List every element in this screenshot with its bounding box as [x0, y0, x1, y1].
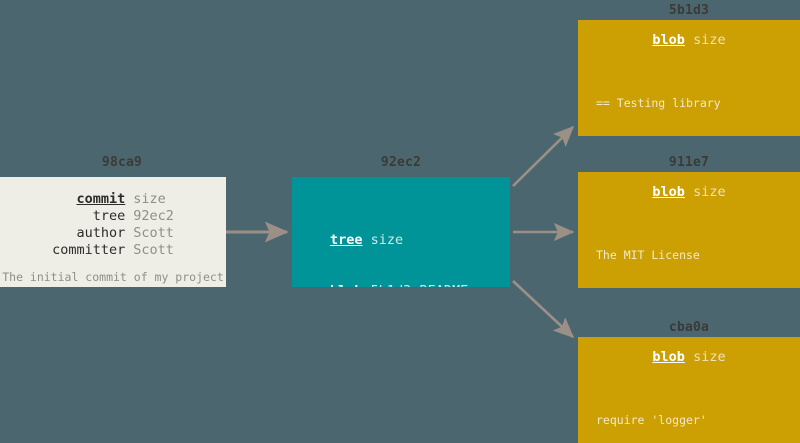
edge-tree-to-blob-readme [512, 125, 575, 187]
node-tree-92ec2[interactable]: tree size blob 5b1d3 README blob 911e7 L… [292, 177, 510, 287]
commit-field-key-author: author [76, 225, 126, 241]
edge-tree-to-blob-test [512, 280, 575, 339]
node-label-blob-readme: 5b1d3 [668, 3, 710, 18]
blob-header: blob size [578, 184, 800, 201]
blob-type-label: blob [652, 349, 685, 365]
commit-field-value-size: size [133, 191, 166, 207]
tree-entries: tree size blob 5b1d3 README blob 911e7 L… [292, 198, 510, 287]
tree-type-label: tree [330, 232, 363, 248]
blob-size-label: size [693, 349, 726, 365]
node-label-tree: 92ec2 [380, 155, 422, 170]
blob-type-label: blob [652, 32, 685, 48]
tree-header-row: tree size [330, 232, 510, 249]
commit-field-value-tree: 92ec2 [133, 208, 174, 224]
commit-fields: commit size tree 92ec2 author Scott comm… [0, 191, 226, 259]
node-blob-5b1d3[interactable]: blob size == Testing library This librar… [578, 20, 800, 136]
blob-line: require 'logger' [596, 413, 707, 427]
node-blob-cba0a[interactable]: blob size require 'logger' require 'test… [578, 337, 800, 443]
blob-size-label: size [693, 32, 726, 48]
blob-line: == Testing library [596, 96, 721, 110]
commit-field-value-author: Scott [133, 225, 174, 241]
tree-entry-row: blob 5b1d3 README [330, 283, 510, 287]
node-blob-911e7[interactable]: blob size The MIT License Copyright (c) … [578, 172, 800, 288]
tree-entry-name: README [419, 283, 468, 287]
node-label-blob-test: cba0a [668, 320, 710, 335]
blob-content-readme: == Testing library This library is used … [578, 66, 800, 136]
node-label-commit: 98ca9 [101, 155, 143, 170]
blob-header: blob size [578, 349, 800, 366]
blob-content-license: The MIT License Copyright (c) 2008 Scott… [578, 218, 800, 288]
commit-field-key-committer: committer [52, 242, 126, 258]
node-commit-98ca9[interactable]: commit size tree 92ec2 author Scott comm… [0, 177, 226, 287]
commit-field-key-commit: commit [76, 191, 126, 207]
commit-field-key-tree: tree [92, 208, 126, 224]
node-label-blob-license: 911e7 [668, 155, 710, 170]
tree-entry-type: blob [330, 283, 363, 287]
tree-size-label: size [370, 232, 404, 248]
blob-line: The MIT License [596, 248, 700, 262]
commit-field-value-committer: Scott [133, 242, 174, 258]
blob-type-label: blob [652, 184, 685, 200]
tree-entry-hash: 5b1d3 [371, 283, 412, 287]
blob-header: blob size [578, 32, 800, 49]
blob-size-label: size [693, 184, 726, 200]
blob-content-test: require 'logger' require 'test/unit' cla… [578, 383, 800, 443]
commit-message: The initial commit of my project [2, 270, 224, 284]
